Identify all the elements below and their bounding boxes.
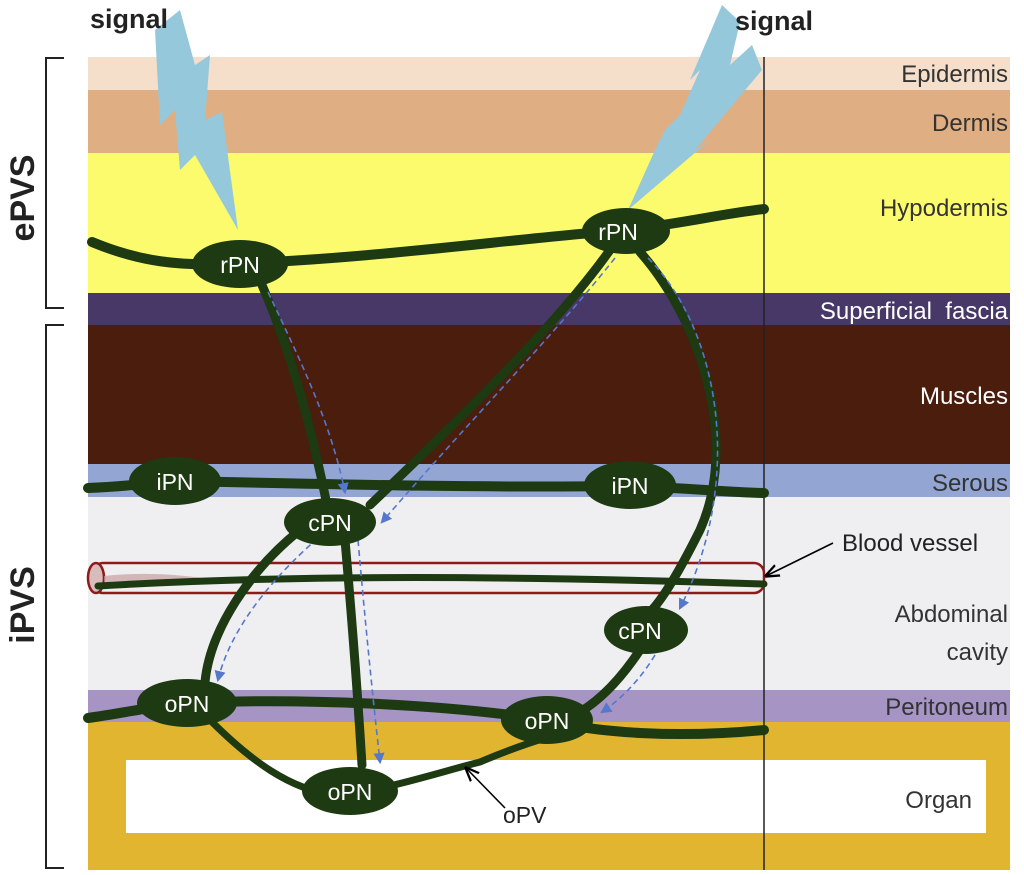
rpn-node-left: rPN	[192, 240, 288, 288]
dermis-layer	[88, 90, 1010, 153]
cpn-node-right-label: cPN	[618, 618, 661, 644]
cpn-node-left-label: cPN	[308, 510, 351, 536]
primo-vessels	[83, 204, 769, 799]
rpn-node-left-label: rPN	[220, 252, 260, 278]
epidermis-label: Epidermis	[901, 61, 1008, 88]
flow-arrows	[214, 257, 719, 765]
ipvs-bracket	[45, 324, 64, 869]
epidermis-layer	[88, 57, 1010, 90]
blood-vessel-pointer	[766, 542, 834, 576]
dermis-label: Dermis	[932, 110, 1008, 137]
abdominal-cavity-label-line1: Abdominal	[895, 601, 1008, 628]
rpn-right-to-cpn-right-vessel	[635, 247, 721, 617]
annotations: Blood vessel oPV	[466, 530, 978, 828]
flow-arrow-2	[380, 257, 616, 524]
rpn-to-cpn-vessel	[257, 280, 333, 515]
peritoneum-label: Peritoneum	[885, 694, 1008, 721]
opn-node-bottom: oPN	[302, 767, 398, 815]
muscles-layer	[88, 325, 1010, 464]
signal-bolt-right	[628, 5, 762, 210]
opn-node-left: oPN	[137, 679, 237, 727]
blood-vessel-label: Blood vessel	[842, 530, 978, 557]
cpn-to-opn-bottom-vessel	[340, 535, 367, 770]
opn-node-left-label: oPN	[165, 691, 210, 717]
opv-label: oPV	[503, 802, 547, 828]
flow-arrow-4	[214, 537, 319, 683]
cpn-node-left: cPN	[284, 498, 376, 546]
ipn-node-right: iPN	[584, 461, 676, 509]
opv-pointer	[466, 768, 506, 809]
nodes: rPN rPN iPN iPN cPN cPN oPN oPN	[129, 208, 688, 815]
signals: signal signal	[90, 4, 813, 230]
flow-arrow-6	[600, 654, 656, 714]
ipvs-label: iPVS	[4, 566, 42, 643]
epvs-label: ePVS	[4, 155, 42, 242]
superficial-fascia-label: Superficial fascia	[820, 298, 1009, 325]
abdominal-cavity-label-line2: cavity	[947, 639, 1008, 666]
organ-box	[126, 760, 986, 833]
signal-label-right: signal	[735, 6, 813, 36]
signal-bolt-left	[155, 10, 238, 230]
hypodermis-vessel	[87, 204, 769, 270]
serous-label: Serous	[932, 470, 1008, 497]
cpn-to-opn-left-vessel	[200, 525, 305, 687]
opn-node-mid-label: oPN	[525, 708, 570, 734]
group-brackets	[45, 57, 64, 869]
cpn-node-right: cPN	[604, 606, 688, 654]
intra-blood-vessel	[94, 574, 768, 590]
flow-arrow-5	[357, 539, 385, 765]
opn-node-bottom-label: oPN	[328, 779, 373, 805]
opn-node-mid: oPN	[501, 696, 593, 744]
organ-label: Organ	[905, 787, 972, 814]
hypodermis-label: Hypodermis	[880, 195, 1008, 222]
ipn-node-right-label: iPN	[611, 473, 648, 499]
flow-arrow-3	[647, 257, 719, 610]
muscles-label: Muscles	[920, 383, 1008, 410]
layer-labels: Epidermis Dermis Hypodermis Superficial …	[820, 61, 1009, 814]
epvs-bracket	[45, 57, 64, 309]
rpn-node-right-label: rPN	[598, 219, 638, 245]
signal-label-left: signal	[90, 4, 168, 34]
ipn-node-left-label: iPN	[156, 469, 193, 495]
rpn-right-to-cpn-vessel	[365, 245, 615, 510]
rpn-node-right: rPN	[582, 208, 670, 254]
ipn-node-left: iPN	[129, 457, 221, 505]
